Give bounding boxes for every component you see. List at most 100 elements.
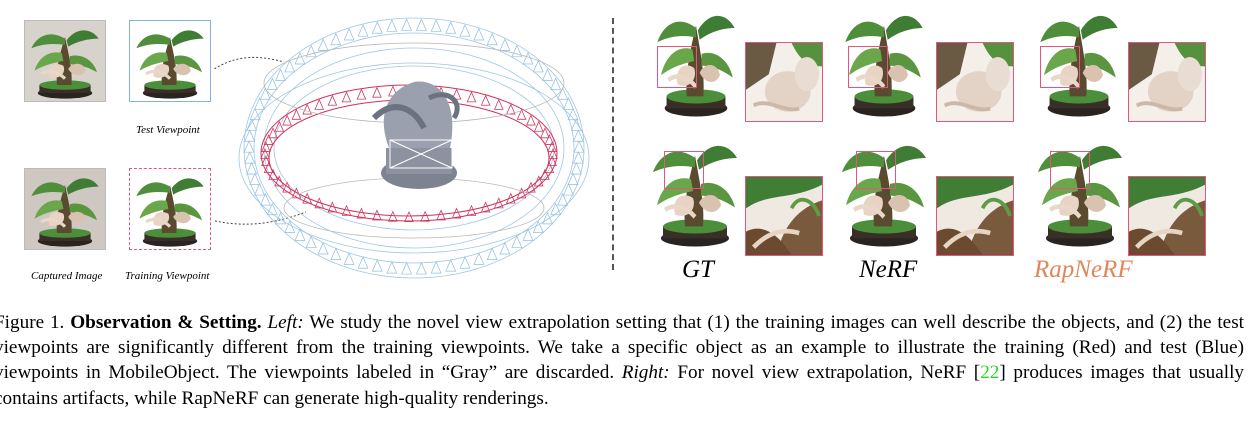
- camera-frustum: [570, 161, 582, 175]
- camera-frustum: [341, 204, 352, 216]
- camera-frustum: [572, 151, 584, 164]
- near-camera-frustums: [389, 139, 453, 169]
- camera-frustum: [386, 19, 398, 32]
- camera-frustum: [466, 91, 477, 103]
- camera-frustum: [570, 118, 582, 131]
- caption-title: Observation & Setting.: [70, 312, 262, 333]
- camera-frustum: [459, 256, 471, 269]
- camera-frustum: [401, 262, 413, 275]
- camera-frustum: [244, 151, 256, 164]
- camera-frustum: [244, 129, 256, 142]
- camera-frustum: [284, 59, 296, 73]
- rapnerf-crop-box-bottom: [1050, 151, 1090, 189]
- camera-frustum: [246, 118, 258, 131]
- test-viewpoint-image: [129, 20, 211, 102]
- camera-frustum: [282, 181, 292, 193]
- camera-frustum: [330, 32, 342, 46]
- camera-frustum: [261, 155, 271, 167]
- camera-frustum: [317, 241, 329, 255]
- caption-text-part2: For novel view extrapolation, NeRF [: [677, 362, 981, 384]
- figurine-image: [25, 21, 105, 101]
- camera-frustum: [557, 87, 569, 100]
- camera-frustum: [532, 220, 544, 233]
- camera-frustum: [261, 140, 271, 152]
- camera-frustum: [263, 133, 274, 145]
- nerf-zoom-bottom: [936, 176, 1014, 256]
- captured-image: [24, 168, 106, 250]
- camera-frustum: [542, 68, 553, 81]
- camera-frustum: [243, 140, 255, 153]
- camera-frustum: [357, 256, 369, 269]
- camera-frustum: [499, 38, 511, 51]
- camera-frustum: [480, 94, 491, 106]
- camera-frustum: [493, 98, 504, 110]
- camera-frustum: [420, 210, 430, 222]
- camera-frustum: [259, 87, 271, 100]
- camera-frustum: [445, 21, 457, 34]
- figurine-image: [130, 21, 210, 101]
- camera-frustum: [466, 204, 477, 216]
- camera-frustum: [563, 182, 574, 196]
- camera-frustum: [372, 86, 382, 98]
- citation-link[interactable]: 22: [980, 362, 1000, 384]
- camera-frustum: [532, 59, 544, 73]
- camera-frustum: [386, 261, 398, 274]
- camera-frustum: [486, 32, 498, 46]
- nerf-render-bottom: [834, 132, 934, 250]
- camera-frustum: [284, 220, 296, 233]
- camera-frustum: [533, 175, 544, 187]
- camera-frustum: [550, 77, 562, 90]
- training-viewpoint-image: [129, 168, 211, 250]
- camera-frustum: [260, 148, 270, 159]
- camera-frustum: [305, 44, 317, 58]
- camera-frustum: [557, 193, 569, 206]
- caption-right-label: Right:: [621, 362, 670, 384]
- camera-frustum: [302, 192, 312, 204]
- camera-frustum: [544, 133, 555, 145]
- camera-frustum: [275, 211, 286, 225]
- camera-frustum: [274, 120, 285, 132]
- camera-frustum: [274, 175, 285, 187]
- gt-zoom-top: [745, 42, 823, 122]
- camera-frustum: [254, 97, 265, 110]
- method-label-rapnerf: RapNeRF: [1034, 256, 1133, 283]
- caption-text-part3: ] produces images that usually contains …: [0, 362, 1245, 409]
- camera-frustum: [573, 140, 585, 153]
- training-viewpoint-label: Training Viewpoint: [125, 270, 210, 282]
- gt-crop-box-top: [657, 46, 697, 88]
- camera-frustum: [516, 187, 527, 199]
- camera-frustum: [540, 168, 550, 180]
- camera-frustum: [388, 210, 398, 222]
- camera-frustum: [317, 38, 329, 51]
- camera-frustum: [499, 241, 511, 255]
- camera-frustum: [327, 201, 338, 213]
- camera-frustum: [486, 247, 498, 260]
- camera-frustum: [291, 108, 302, 120]
- rapnerf-render-bottom: [1030, 132, 1130, 250]
- camera-frustum: [246, 161, 258, 175]
- camera-frustum: [415, 262, 427, 275]
- rapnerf-zoom-top: [1128, 42, 1206, 122]
- camera-frustum: [522, 51, 534, 65]
- camera-frustum: [282, 114, 292, 126]
- camera-frustum: [371, 259, 383, 272]
- camera-frustum: [430, 261, 442, 274]
- camera-frustum: [511, 44, 523, 58]
- camera-frustum: [294, 228, 306, 241]
- figurine-image: [25, 169, 105, 249]
- camera-frustum: [249, 107, 261, 121]
- camera-frustum: [567, 172, 579, 186]
- camera-frustum: [263, 162, 274, 174]
- figurine-image: [130, 169, 210, 249]
- camera-frustum: [567, 107, 579, 121]
- camera-frustum: [436, 209, 446, 221]
- caption-text-part1: We study the novel view extrapolation se…: [0, 312, 1244, 384]
- camera-frustum: [563, 97, 574, 110]
- camera-frustum: [480, 201, 491, 213]
- camera-frustum: [445, 259, 457, 272]
- gt-crop-box-bottom: [664, 151, 704, 189]
- camera-frustum: [343, 252, 355, 265]
- camera-frustum: [357, 24, 369, 37]
- captured-image-label: Captured Image: [31, 270, 103, 282]
- camera-frustum: [547, 155, 557, 167]
